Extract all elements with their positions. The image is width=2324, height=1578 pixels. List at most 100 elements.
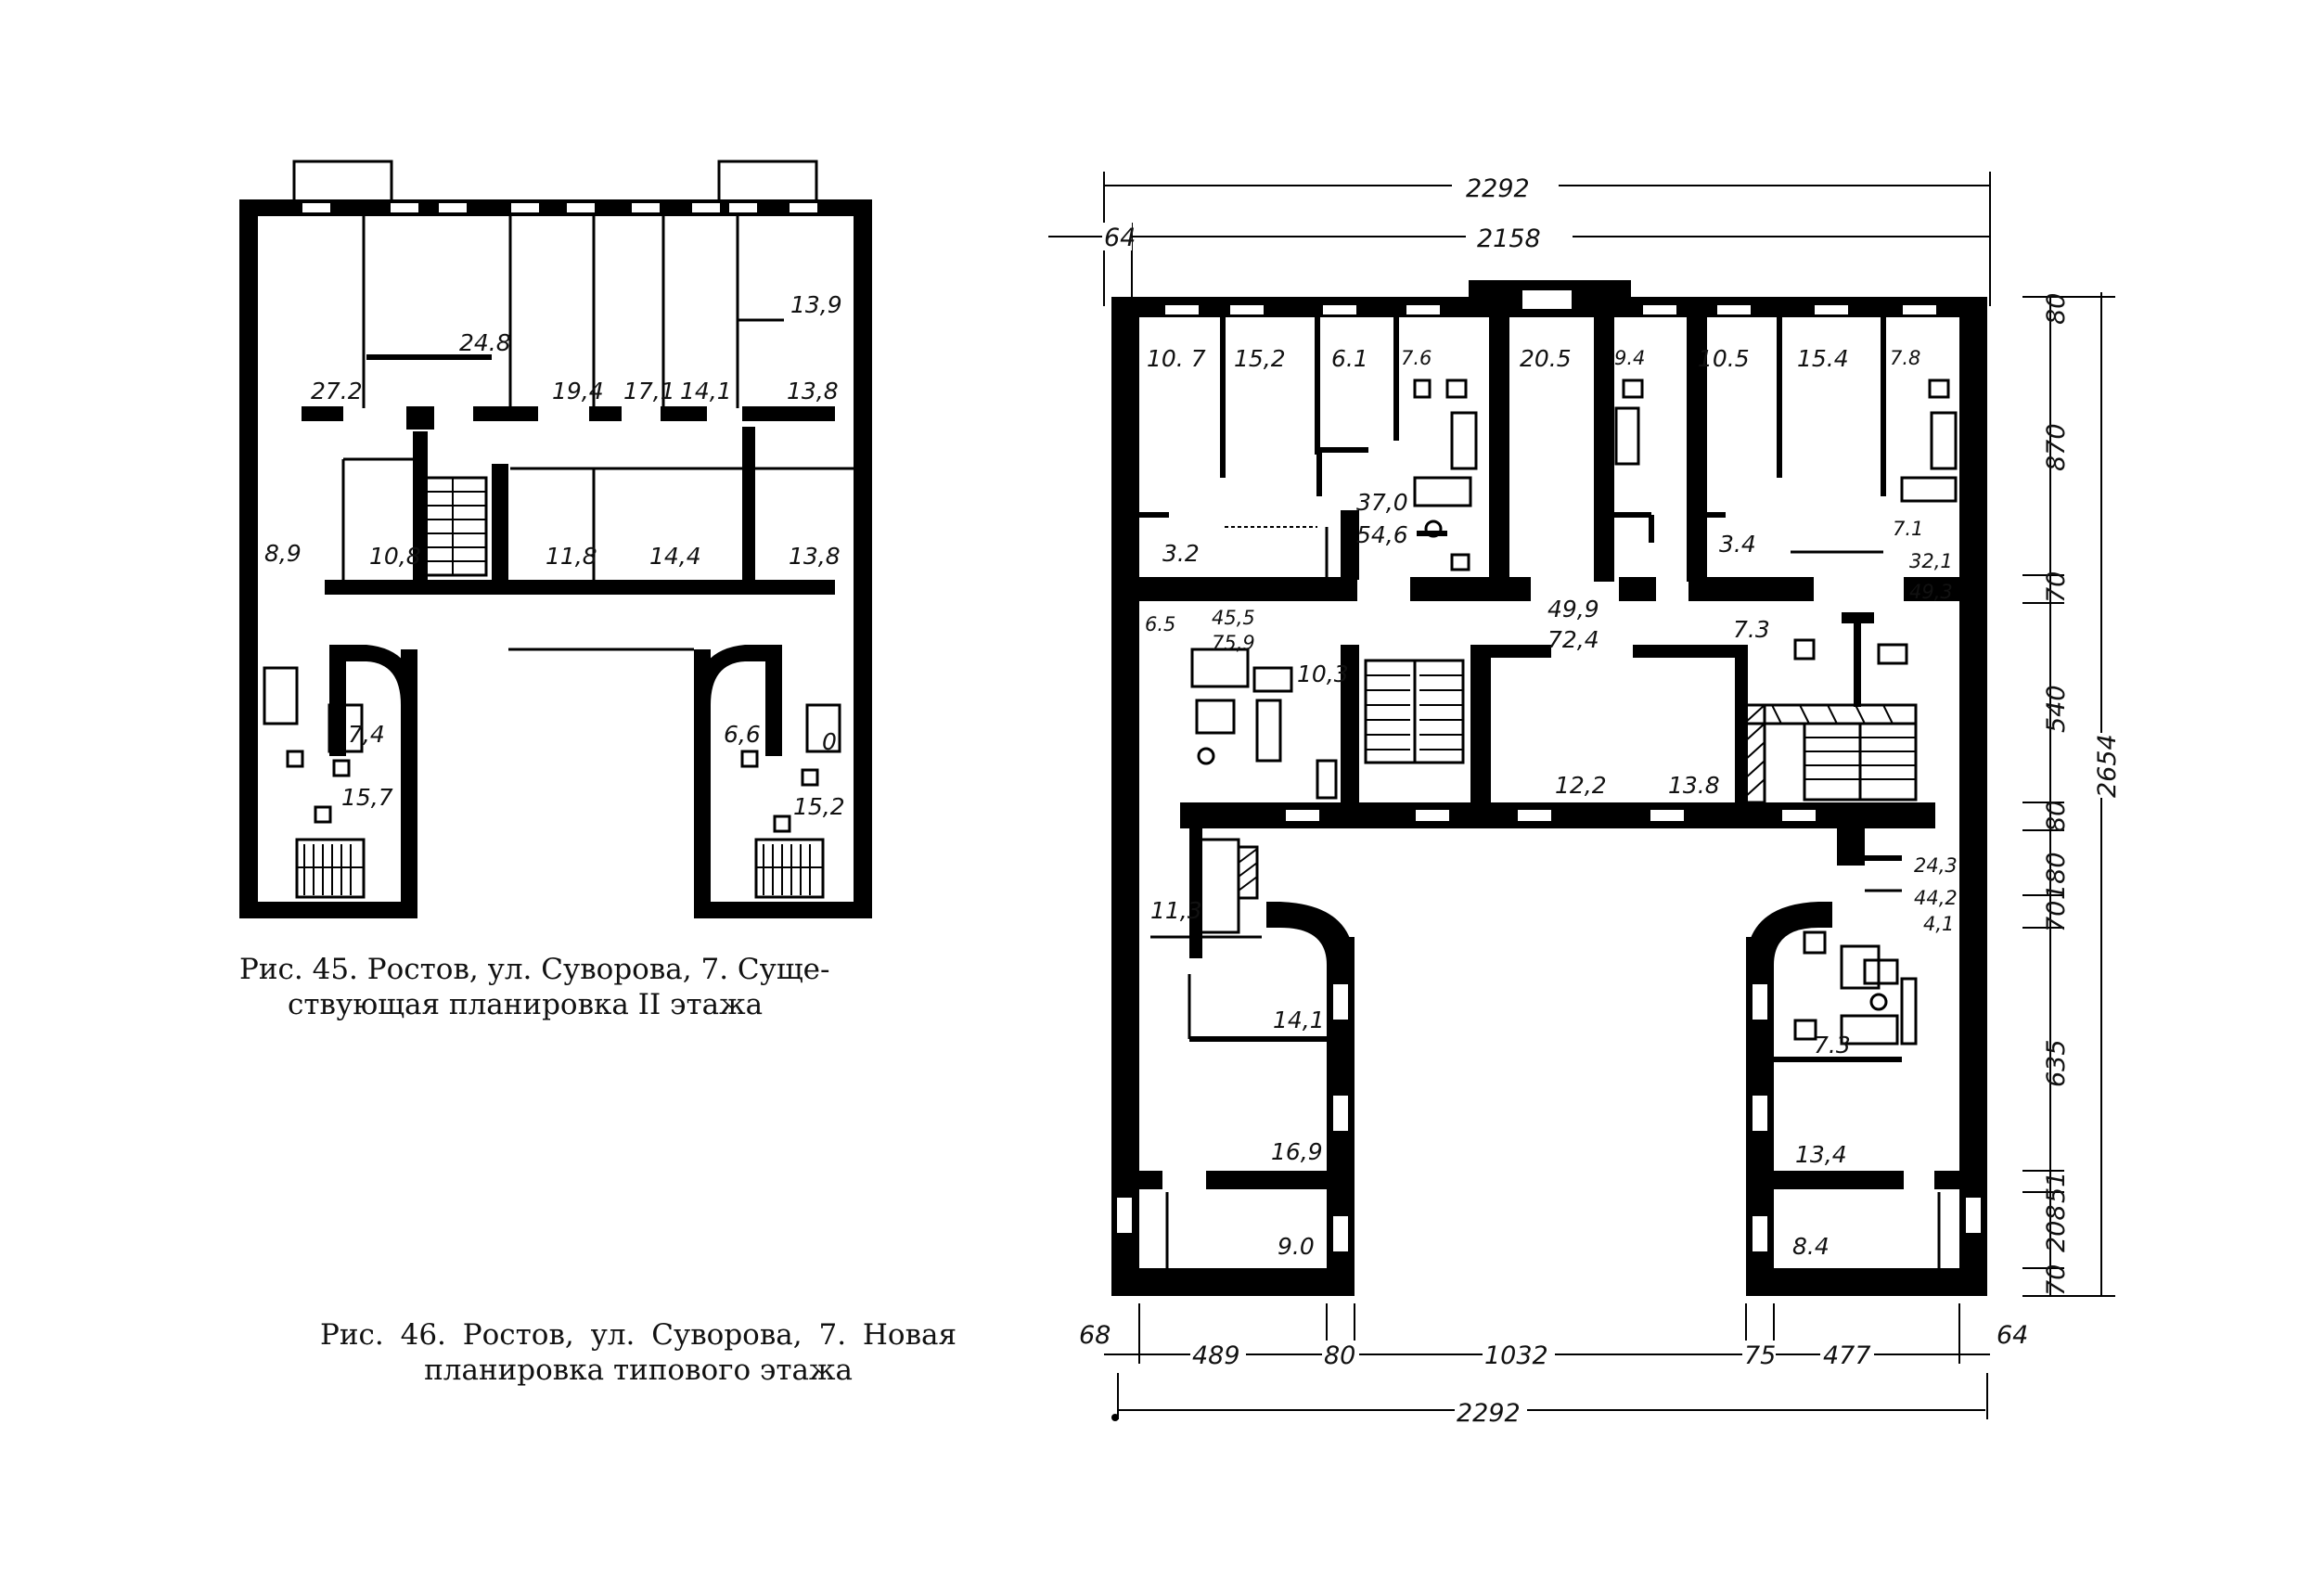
dimension-label: 2654 [2093,734,2122,798]
room-area: 72,4 [1547,626,1599,653]
plan-fig45: 24.8 27.2 19,4 17,1 14,1 13,8 13,9 8,9 1… [239,160,872,918]
room-area: 9.0 [1278,1233,1315,1260]
wall-bottom-left [1111,1268,1355,1296]
room-area: 20.5 [1520,345,1572,372]
room-area: 13.8 [1668,772,1720,799]
dimension-label: 489 [1192,1341,1240,1370]
wall-top [239,199,872,216]
wall-corner-right [694,645,782,705]
room-area: 24.8 [459,329,511,356]
room-area: 37,0 [1356,489,1408,516]
room-area: 15.4 [1797,345,1849,372]
dimension-lines-right: 80 870 70 540 80 180 70 635 51 208 70 26… [2022,292,2122,1297]
wall-bottom-right [1746,1268,1987,1296]
wall-right [854,199,872,918]
room-area: 14,1 [680,378,732,404]
dimension-label: 180 [2042,852,2071,900]
room-area: 15,2 [1234,345,1286,372]
room-area: 8.4 [1792,1233,1830,1260]
room-area: 10. 7 [1147,345,1206,372]
room-area: 44,2 [1914,887,1958,909]
room-area: 19,4 [552,378,604,404]
room-area: 7.3 [1814,1032,1851,1058]
bay-left [292,160,393,204]
room-area: 8,9 [264,540,302,567]
room-area: 54,6 [1356,521,1408,548]
room-area: 0 [822,728,837,755]
room-area: 49,3 [1909,581,1953,603]
stair-main [417,476,488,577]
dimension-label: 70 [2042,901,2071,932]
wall-corner-right [1746,902,1832,965]
room-area: 32,1 [1909,550,1953,572]
room-area: 13,8 [789,543,841,570]
room-area: 49,9 [1547,596,1599,622]
bathroom-fixtures-left [1190,648,1338,800]
dimension-label: 2292 [1466,174,1530,203]
windows-courtyard [1115,808,1983,1253]
room-area: 17,1 [623,378,675,404]
stair-left-wing [295,838,366,899]
wall-corner-left [329,645,417,705]
wall-wing-right [694,649,711,918]
caption-fig46-line1: Рис. 46. Ростов, ул. Суворова, 7. Новая [320,1318,957,1352]
room-area: 14,1 [1273,1007,1325,1033]
room-area: 24,3 [1914,854,1958,877]
dimension-label: 51 [2042,1172,2071,1203]
dimension-label: 68 [1079,1321,1111,1350]
room-area: 12,2 [1555,772,1607,799]
room-area: 13,9 [790,291,842,318]
room-area: 14,4 [649,543,701,570]
room-area: 9.4 [1614,347,1645,369]
fig46-room-labels: 10. 7 15,2 6.1 7.6 20.5 9.4 10.5 15.4 7.… [1145,345,1958,1260]
dimension-label: 477 [1823,1341,1871,1370]
dimension-label: 208 [2042,1204,2071,1252]
bathroom-fixtures [1413,378,1958,571]
windows-top [1163,289,1938,316]
dimension-label: 75 [1744,1341,1776,1370]
caption-fig46-line2: планировка типового этажа [424,1353,853,1387]
wall-bottom-left [239,902,417,918]
room-area: 6.5 [1145,613,1175,635]
dimension-label: 70 [2042,1264,2071,1296]
caption-fig45-line1: Рис. 45. Ростов, ул. Суворова, 7. Суще- [239,953,830,986]
windows-top [301,201,819,214]
dimension-label: 80 [2042,801,2071,832]
room-area: 15,2 [793,793,845,820]
bay-right [717,160,818,204]
dimension-label: 870 [2042,423,2071,471]
room-area: 10.5 [1698,345,1750,372]
dimension-label: 540 [2042,685,2071,733]
wall-bottom-right [694,902,872,918]
caption-fig45-line2: ствующая планировка II этажа [288,988,764,1021]
stair-right-wing [754,838,825,899]
plan-fig46: 10. 7 15,2 6.1 7.6 20.5 9.4 10.5 15.4 7.… [1048,171,2122,1428]
dimension-label: 2158 [1477,225,1541,253]
room-area: 7.8 [1890,347,1920,369]
dimension-label: 70 [2042,571,2071,603]
dimension-label: 2292 [1457,1399,1521,1428]
room-area: 7,4 [348,721,385,748]
dimension-lines-bottom: 68 489 80 1032 75 477 64 2292 [1079,1303,2028,1428]
room-area: 75,9 [1212,632,1255,654]
room-area: 10,8 [369,543,421,570]
room-area: 3.2 [1162,540,1200,567]
room-area: 7.1 [1893,518,1923,540]
room-area: 11,8 [546,543,597,570]
wall-corner-left [1266,902,1355,965]
dimension-label: 80 [2042,293,2071,325]
room-area: 13,8 [787,378,839,404]
room-area: 7.3 [1733,616,1770,643]
room-area: 6,6 [724,721,761,748]
room-area: 16,9 [1271,1138,1323,1165]
room-area: 11,3 [1150,897,1202,924]
caption-fig45: Рис. 45. Ростов, ул. Суворова, 7. Суще- … [239,952,830,1022]
wall-right [1959,297,1987,1296]
room-area: 4,1 [1923,913,1954,935]
room-area: 45,5 [1212,607,1255,629]
wall-left [1111,297,1139,1296]
dimension-lines-top: 2292 64 2158 [1048,171,1991,306]
stair-right [1742,612,1918,804]
room-area: 13,4 [1795,1141,1847,1168]
